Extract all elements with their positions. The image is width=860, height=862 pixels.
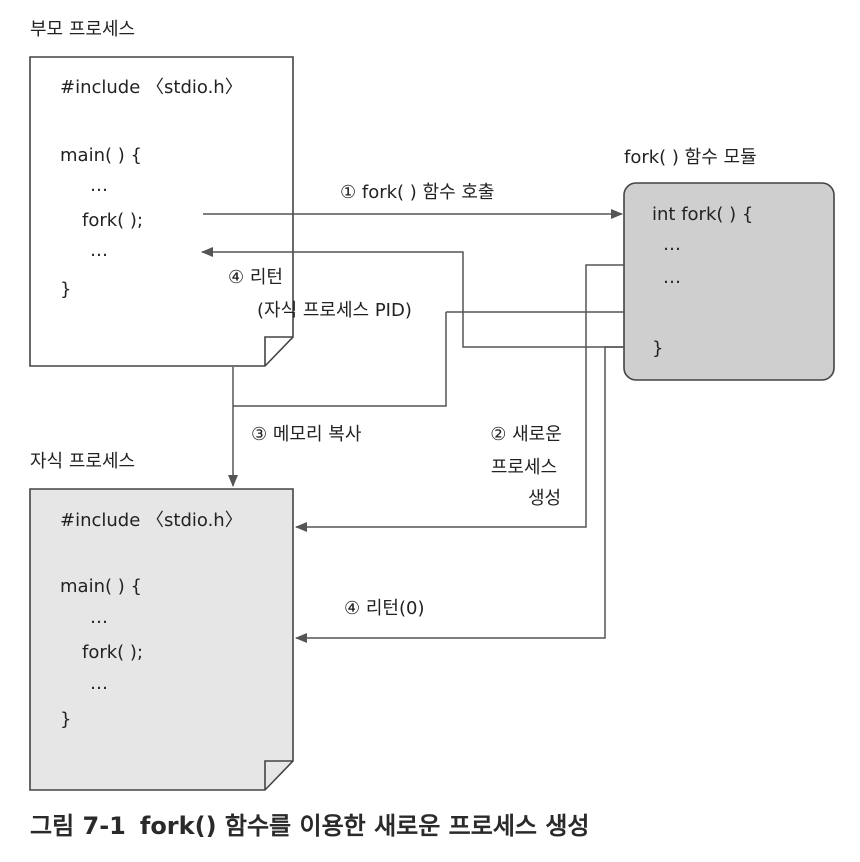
figure-number: 그림 7-1	[30, 812, 126, 840]
module-code-close: }	[652, 338, 664, 359]
figure-caption: 그림 7-1 fork() 함수를 이용한 새로운 프로세스 생성	[30, 811, 590, 841]
parent-process-title: 부모 프로세스	[30, 19, 136, 40]
parent-code-fork: fork( );	[82, 210, 144, 231]
create-label-3: 생성	[528, 488, 562, 509]
parent-page-fold	[264, 336, 293, 366]
return-parent-label-2: (자식 프로세스 PID)	[257, 300, 412, 321]
child-code-fork: fork( );	[82, 642, 144, 663]
parent-code-main: main( ) {	[60, 145, 142, 166]
return-parent-arrow	[201, 247, 624, 348]
memory-copy-label: ③ 메모리 복사	[251, 424, 362, 445]
fork-module-title: fork( ) 함수 모듈	[624, 147, 757, 168]
child-process-box	[29, 488, 294, 791]
parent-code-ellipsis-2: …	[90, 240, 108, 261]
create-process-arrow	[295, 264, 624, 532]
child-code-close: }	[60, 709, 72, 730]
create-label-2: 프로세스	[490, 457, 558, 478]
create-label-1: ② 새로운	[490, 424, 562, 445]
child-code-ellipsis-2: …	[90, 673, 108, 694]
module-code-ellipsis-2: …	[663, 267, 681, 288]
child-code-include: #include 〈stdio.h〉	[60, 510, 243, 531]
parent-process-box	[29, 56, 294, 367]
child-code-main: main( ) {	[60, 576, 142, 597]
child-code-ellipsis-1: …	[90, 607, 108, 628]
figure-caption-text: fork() 함수를 이용한 새로운 프로세스 생성	[139, 812, 590, 840]
parent-code-ellipsis-1: …	[90, 175, 108, 196]
return-parent-label-1: ④ 리턴	[228, 267, 283, 288]
parent-code-include: #include 〈stdio.h〉	[60, 77, 243, 98]
memory-copy-arrow	[233, 312, 447, 407]
parent-code-close: }	[60, 279, 72, 300]
child-page-fold	[264, 760, 293, 790]
fork-module-box	[623, 182, 835, 381]
return-child-label: ④ 리턴(0)	[344, 598, 425, 619]
return-child-arrow	[295, 346, 624, 643]
call-label: ① fork( ) 함수 호출	[340, 182, 495, 203]
child-process-title: 자식 프로세스	[30, 451, 136, 472]
module-code-ellipsis-1: …	[663, 234, 681, 255]
module-code-signature: int fork( ) {	[652, 204, 754, 225]
